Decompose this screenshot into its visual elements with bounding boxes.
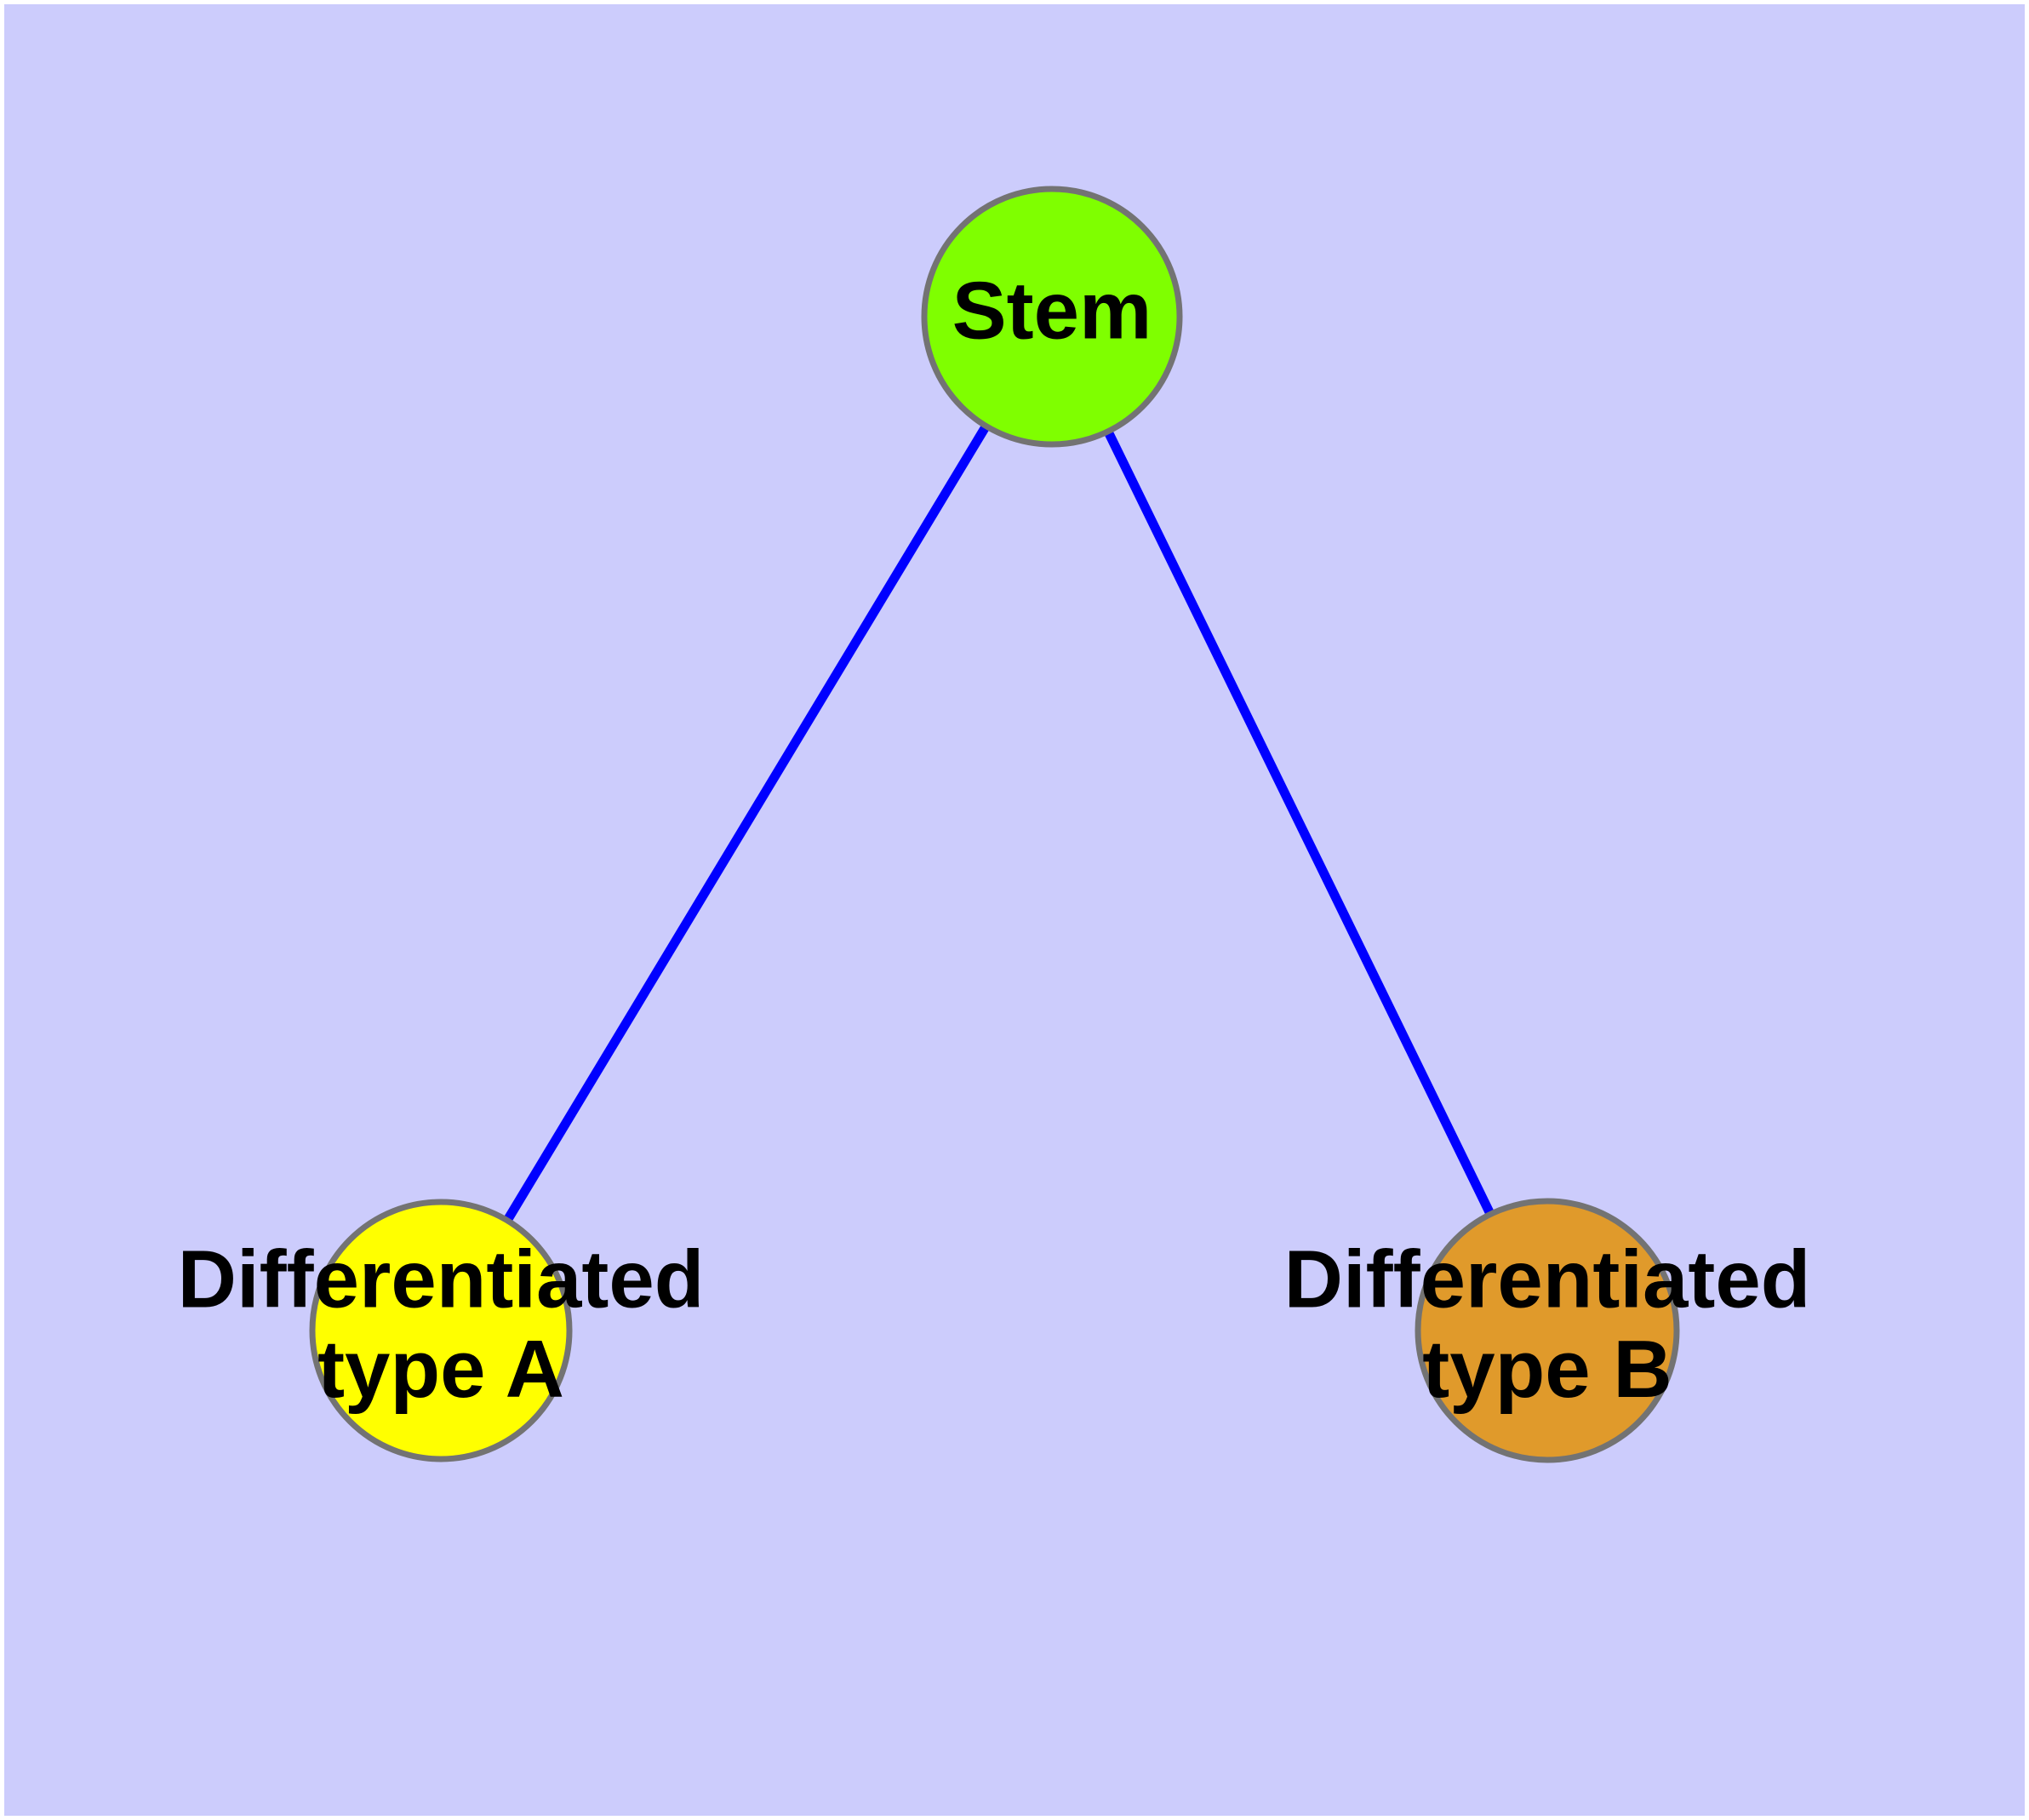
node-label-diff-type-b-line2: type B xyxy=(1422,1324,1672,1415)
node-label-diff-type-a-line1: Differentiated xyxy=(178,1234,705,1325)
edge-layer xyxy=(501,421,1496,1226)
node-label-diff-type-a-line2: type A xyxy=(317,1324,564,1415)
node-label-diff-type-b-line1: Differentiated xyxy=(1284,1234,1811,1325)
node-circle-diff-type-b[interactable] xyxy=(1415,1198,1680,1463)
graph-edge xyxy=(1102,426,1496,1220)
node-circle-stem[interactable] xyxy=(921,186,1183,448)
graph-node-stem[interactable]: Stem xyxy=(921,186,1183,448)
node-circle-diff-type-a[interactable] xyxy=(309,1199,573,1462)
graph-edge xyxy=(501,421,992,1226)
node-label-stem-line1: Stem xyxy=(952,265,1152,356)
